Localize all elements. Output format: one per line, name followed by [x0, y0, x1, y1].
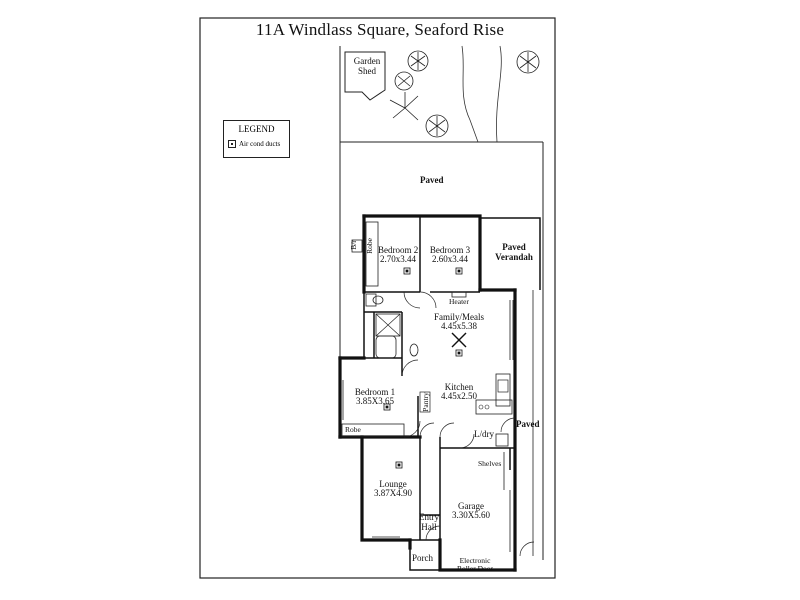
porch-label: Porch	[412, 553, 433, 563]
bath-tub	[375, 335, 397, 359]
kitchen-bench	[495, 373, 511, 407]
basin	[409, 343, 419, 357]
interior-walls	[363, 216, 541, 571]
bedroom2-size: 2.70x3.44	[380, 254, 416, 264]
garage-name: Garage	[458, 501, 484, 511]
robe-b1	[341, 423, 405, 437]
pantry-box	[419, 391, 431, 413]
shelves-label: Shelves	[478, 459, 502, 468]
page-title: 11A Windlass Square, Seaford Rise	[255, 20, 505, 39]
kitchen-name: Kitchen	[444, 382, 474, 392]
bedroom2-name: Bedroom 2	[378, 245, 419, 255]
legend-heading: LEGEND	[238, 124, 275, 134]
legend-item: Air cond ducts	[228, 140, 281, 149]
toilet	[365, 293, 377, 307]
bedroom3-name: Bedroom 3	[429, 245, 471, 255]
air-cond-duct-icon	[383, 267, 463, 469]
garden-path-line-2	[496, 45, 502, 143]
paved-side-label: Paved	[516, 419, 540, 429]
shower-cross	[375, 313, 401, 337]
bedroom1-name: Bedroom 1	[354, 387, 396, 397]
garden-shed-label: Garden Shed	[353, 56, 381, 76]
wir-b2	[351, 239, 363, 253]
garden-path-line	[461, 45, 479, 143]
family-meals-name: Family/Meals	[434, 312, 484, 322]
legend-item-label: Air cond ducts	[239, 140, 281, 148]
garden-shed	[344, 51, 386, 101]
garage-size: 3.30X5.60	[452, 510, 490, 520]
laundry-label: L/dry	[474, 429, 494, 439]
air-cond-legend-icon	[228, 140, 236, 149]
block-boundary	[199, 17, 556, 579]
legend-box: LEGEND Air cond ducts	[223, 120, 290, 158]
lounge-name: Lounge	[379, 479, 407, 489]
wir-label: B/r	[348, 240, 358, 250]
ceiling-fan-icon	[451, 332, 467, 348]
bedroom3-size: 2.60x3.44	[432, 254, 468, 264]
heater-label: Heater	[449, 297, 469, 306]
family-meals-size: 4.45x5.38	[441, 321, 477, 331]
laundry-trough	[495, 433, 509, 447]
windows	[342, 300, 514, 552]
lounge-size: 3.87X4.90	[374, 488, 412, 498]
tree-icon	[389, 50, 540, 138]
roller-door-label: Electronic Roller Door	[456, 556, 494, 573]
toilet-bowl	[372, 295, 384, 305]
robe-b1-label: Robe	[345, 425, 361, 434]
kitchen-island	[475, 399, 513, 415]
pantry-label: Pantry	[420, 392, 430, 412]
door-swings	[401, 291, 535, 557]
paved-verandah-label: Paved Verandah	[495, 242, 533, 262]
heater-unit	[451, 291, 467, 298]
paved-area-label: Paved	[420, 175, 444, 185]
robe-b2	[365, 221, 379, 287]
kitchen-sink	[497, 379, 509, 393]
robe-b2-label: Robe	[364, 238, 374, 254]
kitchen-size: 4.45x2.50	[441, 391, 477, 401]
bedroom1-size: 3.85X3.65	[356, 396, 394, 406]
entry-hall-label: Entry Hall	[419, 512, 439, 532]
